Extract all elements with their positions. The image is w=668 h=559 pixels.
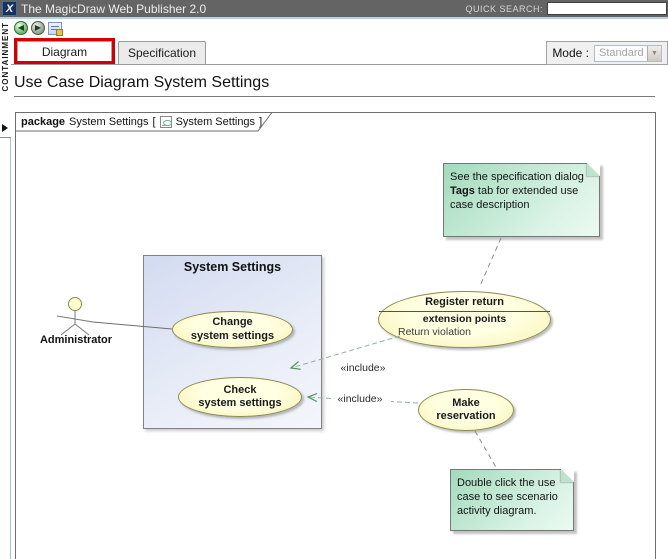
package-diagram-name: System Settings <box>175 115 256 128</box>
containment-tab[interactable]: CONTAINMENT <box>0 19 11 138</box>
show-tree-icon[interactable] <box>48 21 63 36</box>
package-frame <box>15 112 656 559</box>
note-text-part1: See the specification dialog <box>450 171 584 183</box>
use-case-check-system-settings[interactable]: Check system settings <box>178 377 302 417</box>
bracket-open: [ <box>152 115 156 128</box>
title-rule <box>14 96 655 97</box>
include-label-2: «include» <box>332 393 388 405</box>
package-keyword: package <box>21 115 66 128</box>
app-title: The MagicDraw Web Publisher 2.0 <box>21 2 207 16</box>
package-header: package System Settings [ System Setting… <box>21 114 262 129</box>
use-case-register-return[interactable]: Register return extension points Return … <box>378 291 551 348</box>
use-case-register-title: Register return <box>425 296 504 308</box>
use-case-change-system-settings[interactable]: Change system settings <box>172 311 293 348</box>
note-text: Double click the use case to see scenari… <box>457 477 558 517</box>
expand-right-icon <box>2 124 8 132</box>
extension-point-value: Return violation <box>398 325 471 338</box>
chevron-down-icon: ▼ <box>647 45 661 61</box>
mode-select[interactable]: Standard ▼ <box>594 44 662 62</box>
quick-search-input[interactable] <box>547 2 667 15</box>
tab-specification[interactable]: Specification <box>118 41 206 65</box>
topbar-divider <box>0 17 668 19</box>
page-title: Use Case Diagram System Settings <box>14 74 270 91</box>
use-case-make-reservation[interactable]: Make reservation <box>418 389 514 431</box>
forward-icon[interactable]: ▶ <box>31 21 45 35</box>
containment-label: CONTAINMENT <box>1 22 10 92</box>
back-icon[interactable]: ◀ <box>14 21 28 35</box>
note-text-bold: Tags <box>450 184 475 197</box>
actor-administrator-label: Administrator <box>39 334 113 346</box>
quick-search-label: QUICK SEARCH: <box>465 4 543 14</box>
bracket-close: ] <box>259 115 263 128</box>
include-label-1: «include» <box>336 362 390 374</box>
extension-points-header: extension points <box>422 313 507 326</box>
mode-panel: Mode : Standard ▼ <box>546 41 668 65</box>
title-bar: X The MagicDraw Web Publisher 2.0 QUICK … <box>0 0 668 17</box>
diagram-canvas: package System Settings [ System Setting… <box>11 100 668 559</box>
note-specification-dialog: See the specification dialog Tags tab fo… <box>443 163 600 237</box>
active-tab-highlight: Diagram <box>14 38 115 64</box>
tab-diagram[interactable]: Diagram <box>17 41 112 61</box>
note-text-part2: tab for extended use case description <box>450 184 579 211</box>
package-name: System Settings <box>69 115 149 128</box>
extension-divider <box>379 311 550 313</box>
mode-selected-value: Standard <box>599 47 644 59</box>
containment-sidebar: CONTAINMENT <box>0 19 11 559</box>
magicdraw-logo-icon: X <box>2 1 17 16</box>
note-double-click: Double click the use case to see scenari… <box>450 469 574 531</box>
system-boundary-title: System Settings <box>183 260 282 274</box>
tab-bar: Diagram Specification Mode : Standard ▼ <box>11 38 668 65</box>
navigation-toolbar: ◀ ▶ <box>14 20 63 36</box>
use-case-diagram-icon <box>159 115 172 128</box>
mode-label: Mode : <box>552 46 589 60</box>
